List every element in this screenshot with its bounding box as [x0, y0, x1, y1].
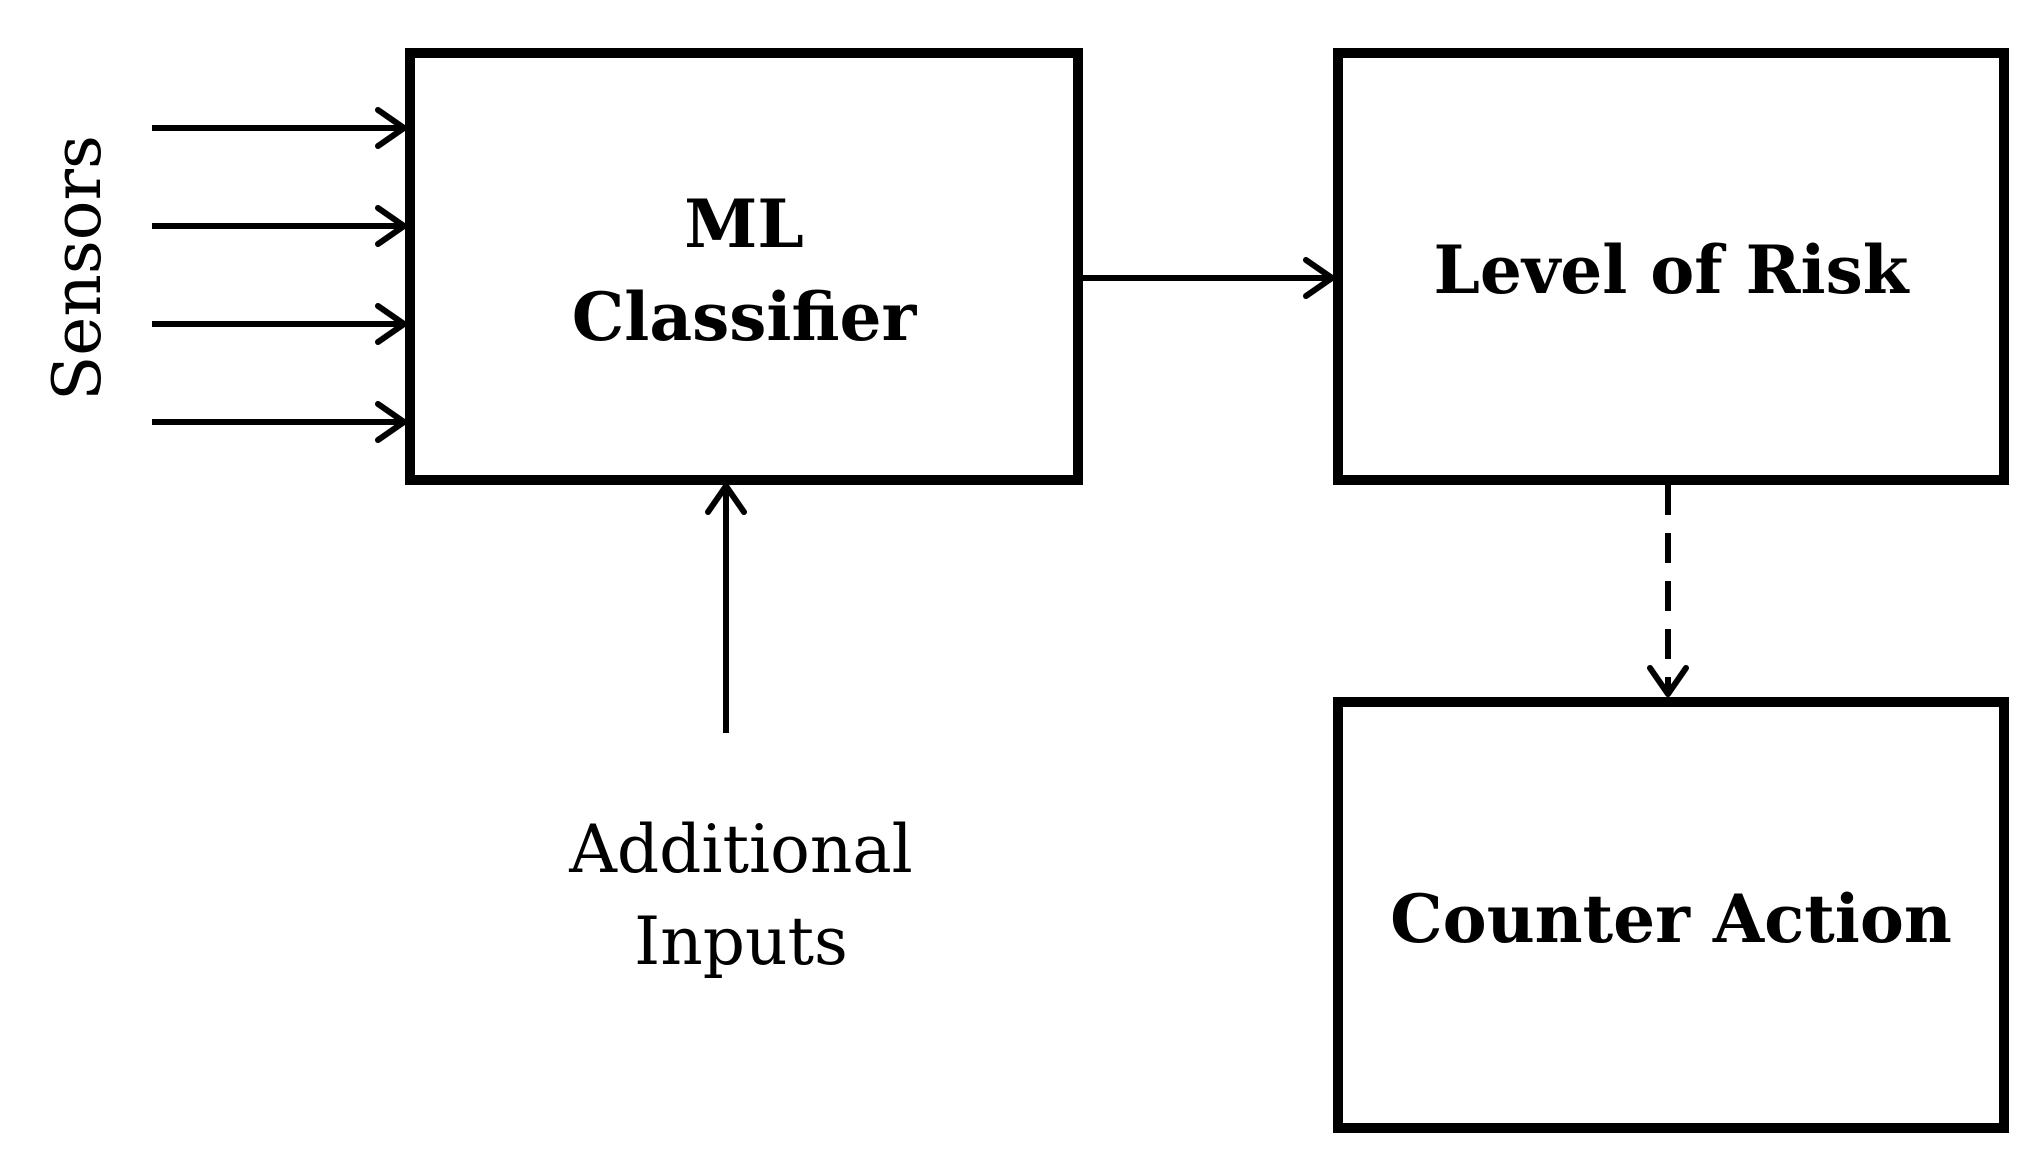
classifier-to-risk-arrow	[1083, 257, 1335, 299]
level-of-risk-label: Level of Risk	[1434, 231, 1910, 309]
sensor-arrow-1	[152, 107, 407, 149]
sensor-arrow-4	[152, 401, 407, 443]
level-of-risk-box	[1333, 48, 2009, 485]
sensor-arrow-3	[152, 303, 407, 345]
additional-inputs-label-line1: Additional	[568, 811, 913, 888]
counter-action-label: Counter Action	[1390, 880, 1952, 958]
additional-inputs-label-line2: Inputs	[634, 903, 848, 980]
counter-action-box	[1333, 697, 2009, 1133]
risk-to-counter-action-dashed-arrow	[1647, 485, 1689, 697]
ml-classifier-box	[405, 48, 1083, 485]
ml-classifier-label-line1: ML	[684, 185, 803, 263]
additional-inputs-arrow	[705, 483, 747, 733]
sensors-label: Sensors	[39, 135, 116, 401]
sensor-arrow-2	[152, 205, 407, 247]
ml-classifier-label-line2: Classifier	[572, 278, 918, 356]
